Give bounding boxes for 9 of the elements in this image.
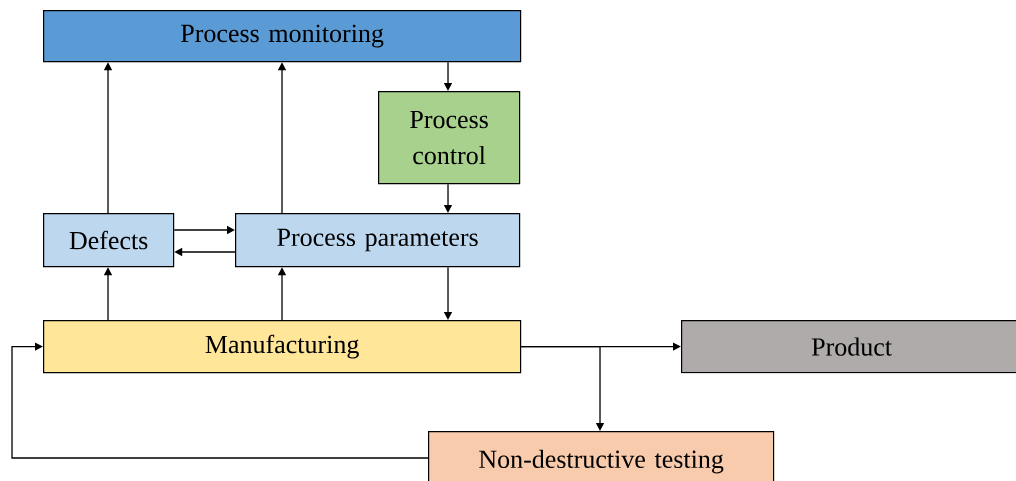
process-box: Process parameters — [235, 213, 521, 268]
output-box: Product — [681, 320, 1016, 374]
process-box: Defects — [43, 213, 175, 268]
arrow — [520, 345, 605, 431]
testing-box: Non-destructive testing — [428, 431, 775, 481]
process-box: Manufacturing — [43, 320, 522, 374]
process-box: Process control — [378, 91, 521, 185]
process-box: Process monitoring — [43, 10, 522, 63]
arrow — [11, 342, 429, 459]
